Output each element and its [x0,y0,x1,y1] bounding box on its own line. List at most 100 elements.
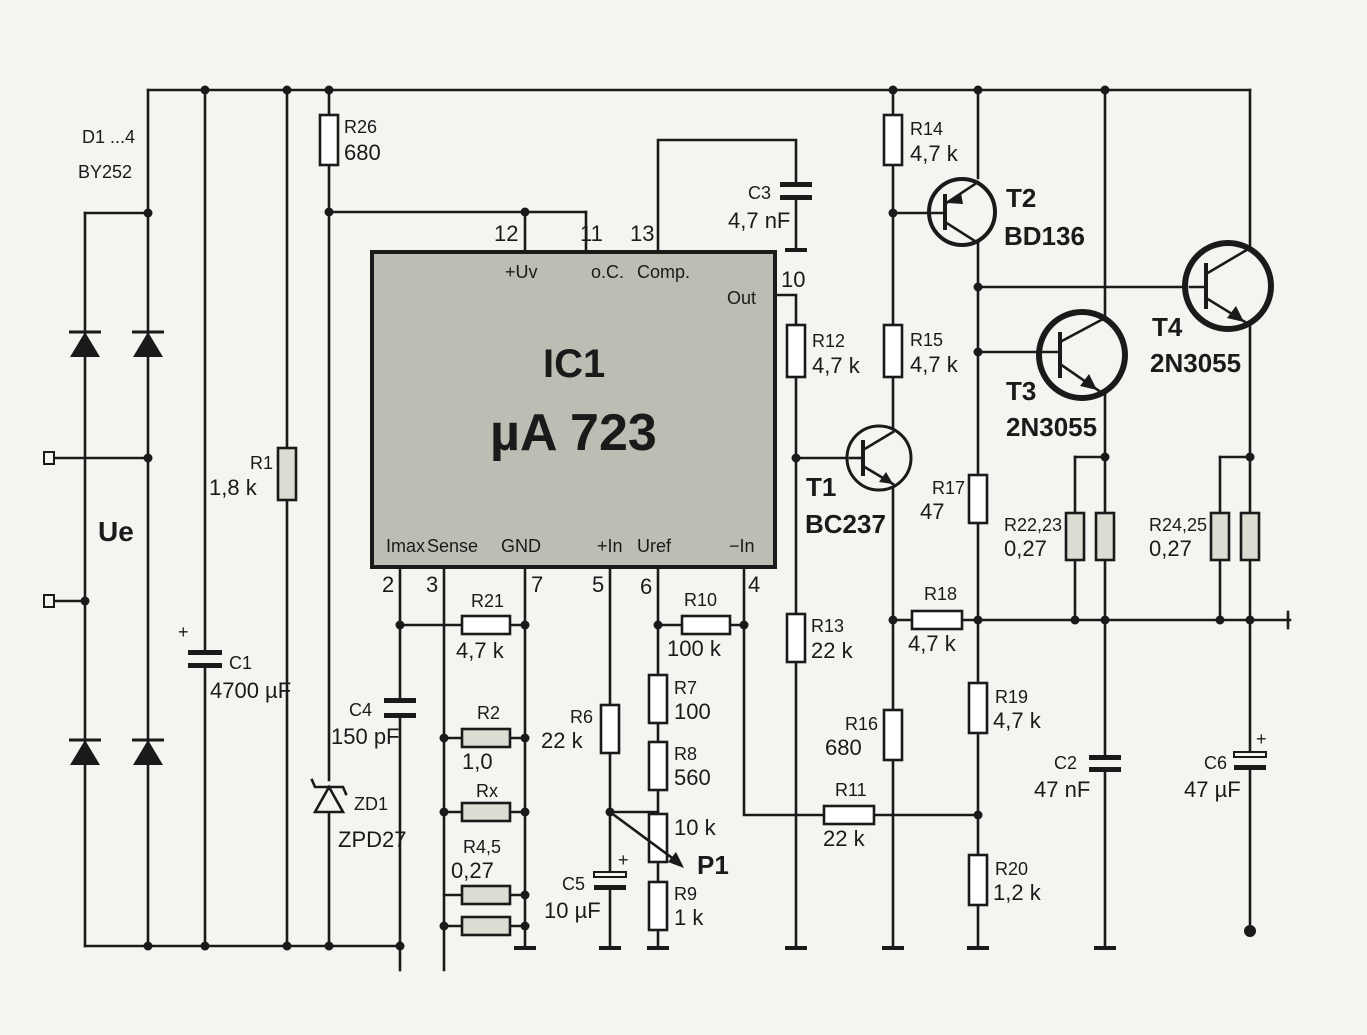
ic1-chip [370,250,777,569]
resistor-r14 [882,113,904,167]
r21-value: 4,7 k [456,638,505,663]
r2425-value: 0,27 [1149,536,1192,561]
resistor-rx [460,801,512,823]
capacitor-c3 [780,182,812,200]
potentiometer-wiper [608,810,684,868]
p1-name: P1 [697,850,729,880]
resistor-r2 [460,727,512,749]
r45-name: R4,5 [463,837,501,857]
component-labels: R1 1,8 k + C1 4700 µF R26 680 C4 150 pF … [178,117,1267,930]
r11-value: 22 k [823,826,866,851]
r2-name: R2 [477,703,500,723]
capacitor-c1 [188,650,222,668]
pin-label-imax: Imax [386,536,425,556]
transistor-t3 [1036,309,1128,401]
pin-label-out: Out [727,288,756,308]
pin-number-6: 6 [640,574,652,599]
r2223-value: 0,27 [1004,536,1047,561]
r8-value: 560 [674,765,711,790]
r18-value: 4,7 k [908,631,957,656]
r10-value: 100 k [667,636,722,661]
r2223-name: R22,23 [1004,515,1062,535]
resistor-r22 [1064,511,1086,562]
t2-name: T2 [1006,183,1036,213]
c4-name: C4 [349,700,372,720]
pin-label-oc: o.C. [591,262,624,282]
t2-type: BD136 [1004,221,1085,251]
pin-label-gnd: GND [501,536,541,556]
r9-name: R9 [674,884,697,904]
resistor-r15 [882,323,904,379]
r6-name: R6 [570,707,593,727]
c4-value: 150 pF [331,724,400,749]
c5-name: C5 [562,874,585,894]
pin-number-10: 10 [781,267,805,292]
t4-type: 2N3055 [1150,348,1241,378]
r13-value: 22 k [811,638,854,663]
t1-type: BC237 [805,509,886,539]
transistor-t4 [1182,240,1274,332]
c5-plus: + [618,850,629,870]
diode-d1 [69,330,101,357]
p1-value: 10 k [674,815,717,840]
diode-d3 [69,738,101,765]
resistor-r9 [647,880,669,932]
pin-number-13: 13 [630,221,654,246]
r20-name: R20 [995,859,1028,879]
zd1-value: ZPD27 [338,827,406,852]
pin-number-7: 7 [531,572,543,597]
r7-name: R7 [674,678,697,698]
resistor-r23 [1094,511,1116,562]
diodes-name: D1 ...4 [82,127,135,147]
r20-value: 1,2 k [993,880,1042,905]
r8-name: R8 [674,744,697,764]
r17-value: 47 [920,499,944,524]
pin-number-3: 3 [426,572,438,597]
resistor-r4 [460,884,512,906]
r45-value: 0,27 [451,858,494,883]
pin-number-4: 4 [748,572,760,597]
c3-name: C3 [748,183,771,203]
resistor-r13 [785,612,807,664]
resistor-r19 [967,681,989,735]
r1-name: R1 [250,453,273,473]
r1-value: 1,8 k [209,475,258,500]
resistor-r8 [647,740,669,792]
potentiometer-p1 [647,812,669,864]
input-voltage-label: Ue [98,516,134,547]
resistor-r12 [785,323,807,379]
resistor-r1 [276,446,298,502]
t3-type: 2N3055 [1006,412,1097,442]
rx-name: Rx [476,781,498,801]
resistor-r20 [967,853,989,907]
resistor-r7 [647,673,669,725]
r2425-name: R24,25 [1149,515,1207,535]
c2-name: C2 [1054,753,1077,773]
r13-name: R13 [811,616,844,636]
r15-value: 4,7 k [910,352,959,377]
r9-value: 1 k [674,905,704,930]
transistor-t1 [845,424,913,492]
resistor-r16 [882,708,904,762]
r19-name: R19 [995,687,1028,707]
c1-plus: + [178,622,189,642]
zener-zd1 [310,778,348,814]
capacitor-c4 [384,698,416,718]
r26-name: R26 [344,117,377,137]
resistor-r10 [680,614,732,636]
t3-name: T3 [1006,376,1036,406]
junction-dots [80,85,1255,951]
c6-plus: + [1256,729,1267,749]
capacitor-c2 [1089,755,1121,772]
resistor-r11 [822,804,876,826]
resistor-r25 [1239,511,1261,562]
r11-name: R11 [835,780,867,800]
pin-label-uv: +Uv [505,262,538,282]
r18-name: R18 [924,584,957,604]
diodes-type: BY252 [78,162,132,182]
r6-value: 22 k [541,728,584,753]
c1-name: C1 [229,653,252,673]
resistor-r17 [967,473,989,525]
r26-value: 680 [344,140,381,165]
